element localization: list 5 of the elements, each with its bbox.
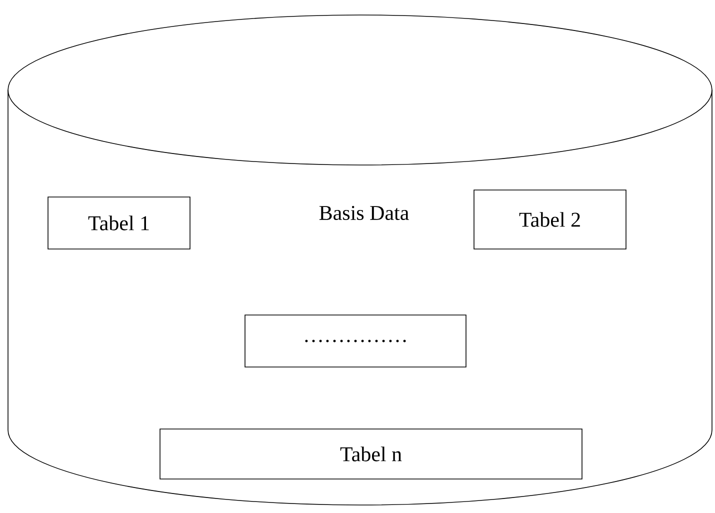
table-box: …………… xyxy=(244,314,466,368)
table-box: Tabel 2 xyxy=(474,190,626,250)
table-box: Tabel 1 xyxy=(48,196,190,250)
table-box: Tabel n xyxy=(160,428,582,480)
node-label: Basis Data xyxy=(319,206,409,220)
